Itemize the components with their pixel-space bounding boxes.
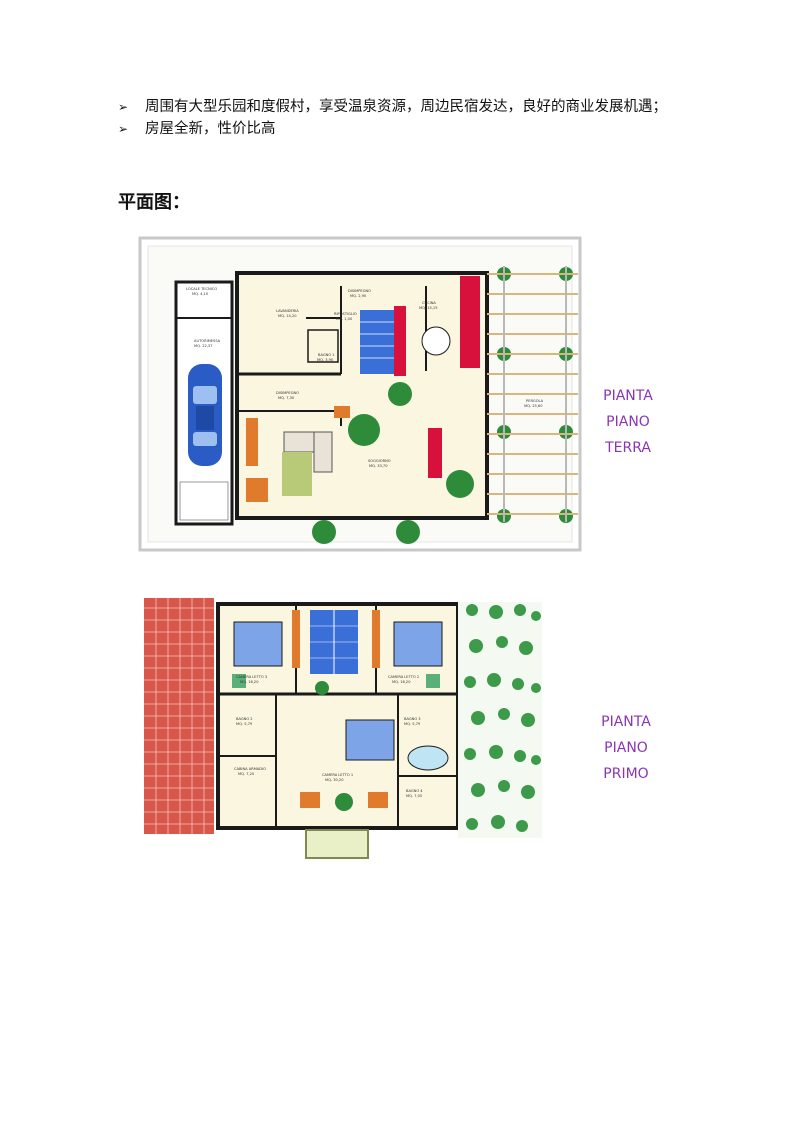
room-label-pergola: PERGOLA (526, 399, 544, 403)
room-label-soggiorno: SOGGIORNO (368, 459, 391, 463)
bullet-item: ➢ 周围有大型乐园和度假村，享受温泉资源，周边民宿发达，良好的商业发展机遇； (118, 96, 678, 118)
first-floor-plan: CAMERA LETTO 3 MQ. 16,20 CAMERA LETTO 2 … (144, 598, 542, 859)
car-icon (188, 364, 222, 466)
arrow-bullet-icon: ➢ (118, 100, 129, 114)
room-label-disimpegno-2: DISIMPEGNO (276, 391, 299, 395)
room-label-disimpegno: DISIMPEGNO (348, 289, 371, 293)
room-area-cucina: MQ. 15,15 (419, 306, 438, 310)
room-area-disimpegno: MQ. 2,90 (350, 294, 367, 298)
room-area-camera-3: MQ. 16,20 (240, 680, 259, 684)
plant-icon (335, 793, 353, 811)
room-label-camera-2: CAMERA LETTO 2 (388, 675, 419, 679)
label-line: PIANO (604, 740, 648, 756)
plant-icon (315, 681, 329, 695)
label-line: PRIMO (603, 766, 649, 782)
room-label-bagno-3: BAGNO 3 (404, 717, 421, 721)
room-label-bagno-4: BAGNO 4 (406, 789, 423, 793)
room-label-cabina: CABINA ARMADIO (234, 767, 266, 771)
room-label-autorimessa: AUTORIMESSA (194, 339, 221, 343)
room-area-bagno: MQ. 3,90 (317, 358, 334, 362)
ground-floor-plan: LOCALE TECNICO MQ. 4,10 AUTORIMESSA MQ. … (138, 236, 582, 552)
room-area-locale-tecnico: MQ. 4,10 (192, 292, 209, 296)
bullet-text: 房屋全新，性价比高 (145, 121, 276, 137)
room-area-camera-1: MQ. 30,20 (325, 778, 344, 782)
label-line: PIANO (606, 414, 650, 430)
room-area-cabina: MQ. 7,20 (238, 772, 255, 776)
bullet-text: 周围有大型乐园和度假村，享受温泉资源，周边民宿发达，良好的商业发展机遇； (145, 99, 667, 115)
room-area-ripostiglio: MQ. 1,00 (336, 317, 353, 321)
roof-tiles-icon (144, 598, 214, 834)
ground-floor-label: PIANTA PIANO TERRA (588, 383, 668, 461)
bed-icon (233, 621, 443, 761)
vine-plants-icon (458, 602, 542, 838)
staircase-icon (310, 610, 358, 674)
room-area-lavanderia: MQ. 14,20 (278, 314, 297, 318)
label-line: PIANTA (601, 714, 651, 730)
room-area-soggiorno: MQ. 33,70 (369, 464, 388, 468)
room-label-ripostiglio: RIPOSTIGLIO (334, 312, 357, 316)
bullet-item: ➢ 房屋全新，性价比高 (118, 118, 678, 140)
room-area-pergola: MQ. 25,60 (524, 404, 543, 408)
arrow-bullet-icon: ➢ (118, 122, 129, 136)
pergola-icon (487, 266, 578, 522)
room-label-camera-1: CAMERA LETTO 1 (322, 773, 353, 777)
room-label-bagno: BAGNO 1 (318, 353, 335, 357)
room-label-locale-tecnico: LOCALE TECNICO (186, 287, 217, 291)
room-label-cucina: CUCINA (422, 301, 436, 305)
room-area-camera-2: MQ. 16,20 (392, 680, 411, 684)
section-heading: 平面图： (118, 192, 190, 213)
room-area-autorimessa: MQ. 22,37 (194, 344, 213, 348)
room-area-disimpegno-2: MQ. 7,30 (278, 396, 295, 400)
bullet-list: ➢ 周围有大型乐园和度假村，享受温泉资源，周边民宿发达，良好的商业发展机遇； ➢… (118, 96, 678, 140)
room-label-lavanderia: LAVANDERIA (276, 309, 299, 313)
room-area-bagno-2: MQ. 5,79 (236, 722, 253, 726)
room-label-bagno-2: BAGNO 2 (236, 717, 253, 721)
label-line: PIANTA (603, 388, 653, 404)
room-area-bagno-4: MQ. 7,05 (406, 794, 422, 798)
room-area-bagno-3: MQ. 5,79 (404, 722, 421, 726)
room-label-camera-3: CAMERA LETTO 3 (236, 675, 267, 679)
label-line: TERRA (605, 440, 651, 456)
staircase-icon (360, 310, 394, 374)
first-floor-label: PIANTA PIANO PRIMO (586, 709, 666, 787)
